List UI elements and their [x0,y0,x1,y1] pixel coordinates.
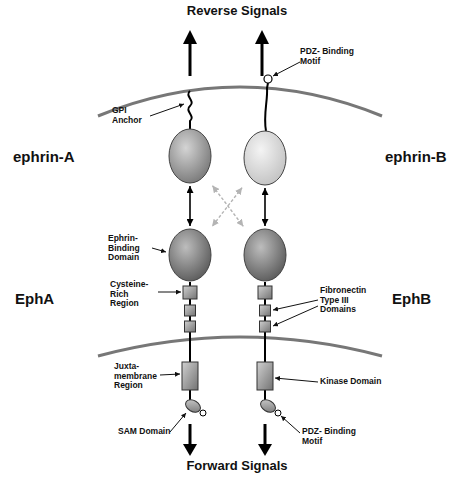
reverse-arrow-head [255,30,269,44]
gpi-anchor [188,91,191,129]
fibronectin-box [185,321,196,332]
leader-line [150,104,184,116]
leader-line [273,306,318,326]
leader-line [158,292,181,293]
domain-label: Ephrin- Binding Domain [108,234,154,263]
domain-label: Fibronectin Type III Domains [320,286,378,315]
domain-label: GPI Anchor [112,106,152,125]
fibronectin-box [185,305,196,316]
domain-label: Cysteine- Rich Region [110,280,158,309]
binding-arrow [189,186,191,226]
leader-line [160,374,180,375]
oval-outline [168,228,212,282]
cysteine-rich-box [183,286,197,299]
domain-label: SAM Domain [118,427,174,437]
pdz-motif-symbol [275,410,281,416]
domain-label: Kinase Domain [320,377,390,387]
molecule-name: ephrin-A [13,148,75,165]
oval-shape [244,131,286,185]
ephrin-a-ligand: ephrin-A [168,128,212,184]
ephrin-b-transmembrane [265,83,268,131]
leader-line [275,378,318,382]
reverse-arrow [261,42,264,76]
leader-line [273,62,300,76]
oval-shape [244,229,286,281]
domain-label: PDZ- Binding Motif [302,427,360,446]
epha-receptor: EphA [168,228,212,282]
receptor-cell-membrane [98,337,382,356]
ligand-cell-membrane [98,87,382,116]
reverse-arrow [189,42,192,76]
forward-arrow [189,424,192,446]
oval-outline [243,228,287,282]
oval-outline [243,130,287,186]
domain-label: Juxta- membrane Region [114,362,162,391]
molecule-name: EphB [392,290,431,307]
domain-label: PDZ- Binding Motif [300,47,358,66]
molecule-name: EphA [15,290,54,307]
forward-arrow [264,424,267,446]
signal-heading: Reverse Signals [160,4,314,19]
kinase-box [257,362,273,390]
oval-outline [168,128,212,184]
oval-shape [169,229,211,281]
fibronectin-box [260,321,271,332]
ephrin-b-ligand: ephrin-B [243,130,287,186]
molecule-name: ephrin-B [385,148,447,165]
leader-line [281,416,300,433]
cysteine-rich-box [258,286,272,299]
forward-arrow-head [258,444,272,456]
pdz-motif-symbol [200,410,206,416]
reverse-arrow-head [183,30,197,44]
fibronectin-box [260,305,271,316]
forward-arrow-head [183,444,197,456]
ephb-receptor: EphB [243,228,287,282]
cross-binding-arrow [212,186,243,227]
leader-line [170,413,186,432]
kinase-box [182,362,198,390]
oval-shape [169,129,211,183]
signal-heading: Forward Signals [160,459,314,474]
leader-line [152,248,166,252]
binding-arrow [264,188,266,226]
cross-binding-arrow [212,188,242,227]
pdz-motif-symbol [264,75,272,83]
